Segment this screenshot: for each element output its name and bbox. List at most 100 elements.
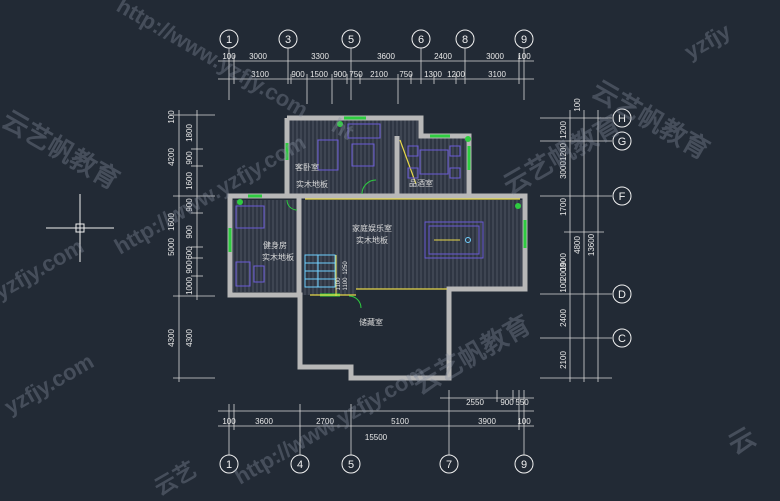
- bottom-axis-label: 9: [521, 459, 527, 471]
- dimension-label: 100: [559, 279, 568, 293]
- dimension-label: 900: [291, 70, 305, 79]
- dimension-label: 550: [515, 398, 529, 407]
- family-room-floor: [299, 200, 523, 295]
- room-label: 客卧室: [295, 162, 319, 172]
- right-axis-bubble: [612, 284, 632, 304]
- bottom-axis-bubble: [219, 454, 239, 474]
- dimension-label: 2000: [559, 263, 568, 281]
- dimension-label: 600: [185, 246, 194, 260]
- bottom-axis-bubble: [341, 454, 361, 474]
- top-axis-label: 6: [418, 34, 424, 46]
- wine-table: [419, 149, 449, 175]
- dimension-label: 2100: [370, 70, 388, 79]
- dimension-label: 900: [500, 398, 514, 407]
- dimension-label: 750: [349, 70, 363, 79]
- dimension-label: 1250: [343, 261, 349, 275]
- dimension-label: 1500: [310, 70, 328, 79]
- dimension-label: 900: [185, 260, 194, 274]
- dimension-label: 5000: [167, 238, 176, 256]
- bottom-axis-label: 1: [226, 459, 232, 471]
- dimension-label: 1600: [167, 213, 176, 231]
- watermark-brand: 云艺帆教育: [408, 309, 536, 400]
- dimension-label: 1200: [559, 143, 568, 161]
- dimension-label: 4200: [167, 148, 176, 166]
- right-axis-label: H: [618, 113, 626, 125]
- room-label: 储藏室: [359, 317, 383, 327]
- right-axis-bubble: [612, 186, 632, 206]
- watermark-edge: 云艺: [150, 457, 201, 501]
- dimension-label: 1600: [185, 172, 194, 190]
- watermark-short: yzfjy.com: [0, 233, 88, 304]
- dimension-label: 1100: [343, 277, 349, 291]
- room-label: 品酒室: [409, 178, 433, 188]
- left-dimension-lines: [173, 110, 215, 382]
- dimension-label: 3600: [255, 417, 273, 426]
- dimension-label: 100: [222, 52, 236, 61]
- gym-floor: [233, 200, 297, 292]
- right-axis-label: C: [618, 333, 626, 345]
- dimension-label: 2400: [559, 309, 568, 327]
- dimension-label: 100: [573, 98, 582, 112]
- dimension-label: 1000: [185, 277, 194, 295]
- dimension-label: 4800: [573, 236, 582, 254]
- right-axis-label: D: [618, 289, 626, 301]
- top-axis-label: 3: [285, 34, 291, 46]
- dimension-label: 900: [185, 225, 194, 239]
- dimension-label: 100: [167, 110, 176, 124]
- dimension-label: 4300: [185, 329, 194, 347]
- gym-equipment: [235, 261, 251, 287]
- dimension-label: 3300: [311, 52, 329, 61]
- dimension-label: 1200: [447, 70, 465, 79]
- dimension-label: 900: [185, 151, 194, 165]
- dimension-label: 750: [399, 70, 413, 79]
- dimension-label: 3000: [486, 52, 504, 61]
- dimension-label: 4300: [167, 329, 176, 347]
- dimension-label: 3100: [251, 70, 269, 79]
- watermark-short: yzfjy.com: [0, 348, 98, 419]
- dimension-label: 1800: [185, 124, 194, 142]
- right-axis-label: G: [618, 136, 627, 148]
- furniture: [235, 123, 484, 287]
- watermark-brand: 云艺帆教育: [0, 104, 125, 195]
- gym-mat: [235, 205, 265, 229]
- room-label: 实木地板: [296, 179, 328, 189]
- room-label: 实木地板: [262, 252, 294, 262]
- dimension-label: 2700: [316, 417, 334, 426]
- pool-balls: [434, 237, 471, 243]
- staircase: [304, 254, 336, 288]
- pool-table: [424, 221, 484, 259]
- dimension-total: 15500: [365, 433, 388, 442]
- top-axis-label: 1: [226, 34, 232, 46]
- dimension-label: 13600: [587, 233, 596, 256]
- top-axis-label: 5: [348, 34, 354, 46]
- bottom-dimension-lines: [218, 390, 534, 455]
- dimension-label: 3000: [559, 161, 568, 179]
- right-axis-label: F: [619, 191, 626, 203]
- dimension-label: 3600: [377, 52, 395, 61]
- dimension-label: 1900: [559, 253, 568, 271]
- right-axis-bubble: [612, 108, 632, 128]
- right-dimension-lines: [540, 110, 612, 382]
- dimension-label: 1100: [336, 277, 342, 291]
- guest-room-floor: [289, 120, 419, 194]
- dimension-label: 2400: [434, 52, 452, 61]
- bottom-axis-bubble: [514, 454, 534, 474]
- dimension-label: 100: [517, 417, 531, 426]
- doors: [305, 139, 520, 296]
- dimension-label: 3000: [249, 52, 267, 61]
- plants: [237, 121, 521, 209]
- room-label: 家庭娱乐室: [352, 223, 392, 233]
- right-axis-bubble: [612, 131, 632, 151]
- dimension-label: 3900: [478, 417, 496, 426]
- room-label: 健身房: [263, 240, 287, 250]
- dimension-label: 3100: [488, 70, 506, 79]
- top-dimension-lines: [218, 48, 534, 104]
- room-label: 实木地板: [356, 235, 388, 245]
- sofa: [347, 123, 381, 139]
- top-axis-bubbles: [219, 29, 534, 49]
- top-axis-label: 9: [521, 34, 527, 46]
- watermark-edge: 云: [723, 421, 761, 460]
- dimension-label: 1700: [559, 198, 568, 216]
- dimension-label: 1300: [424, 70, 442, 79]
